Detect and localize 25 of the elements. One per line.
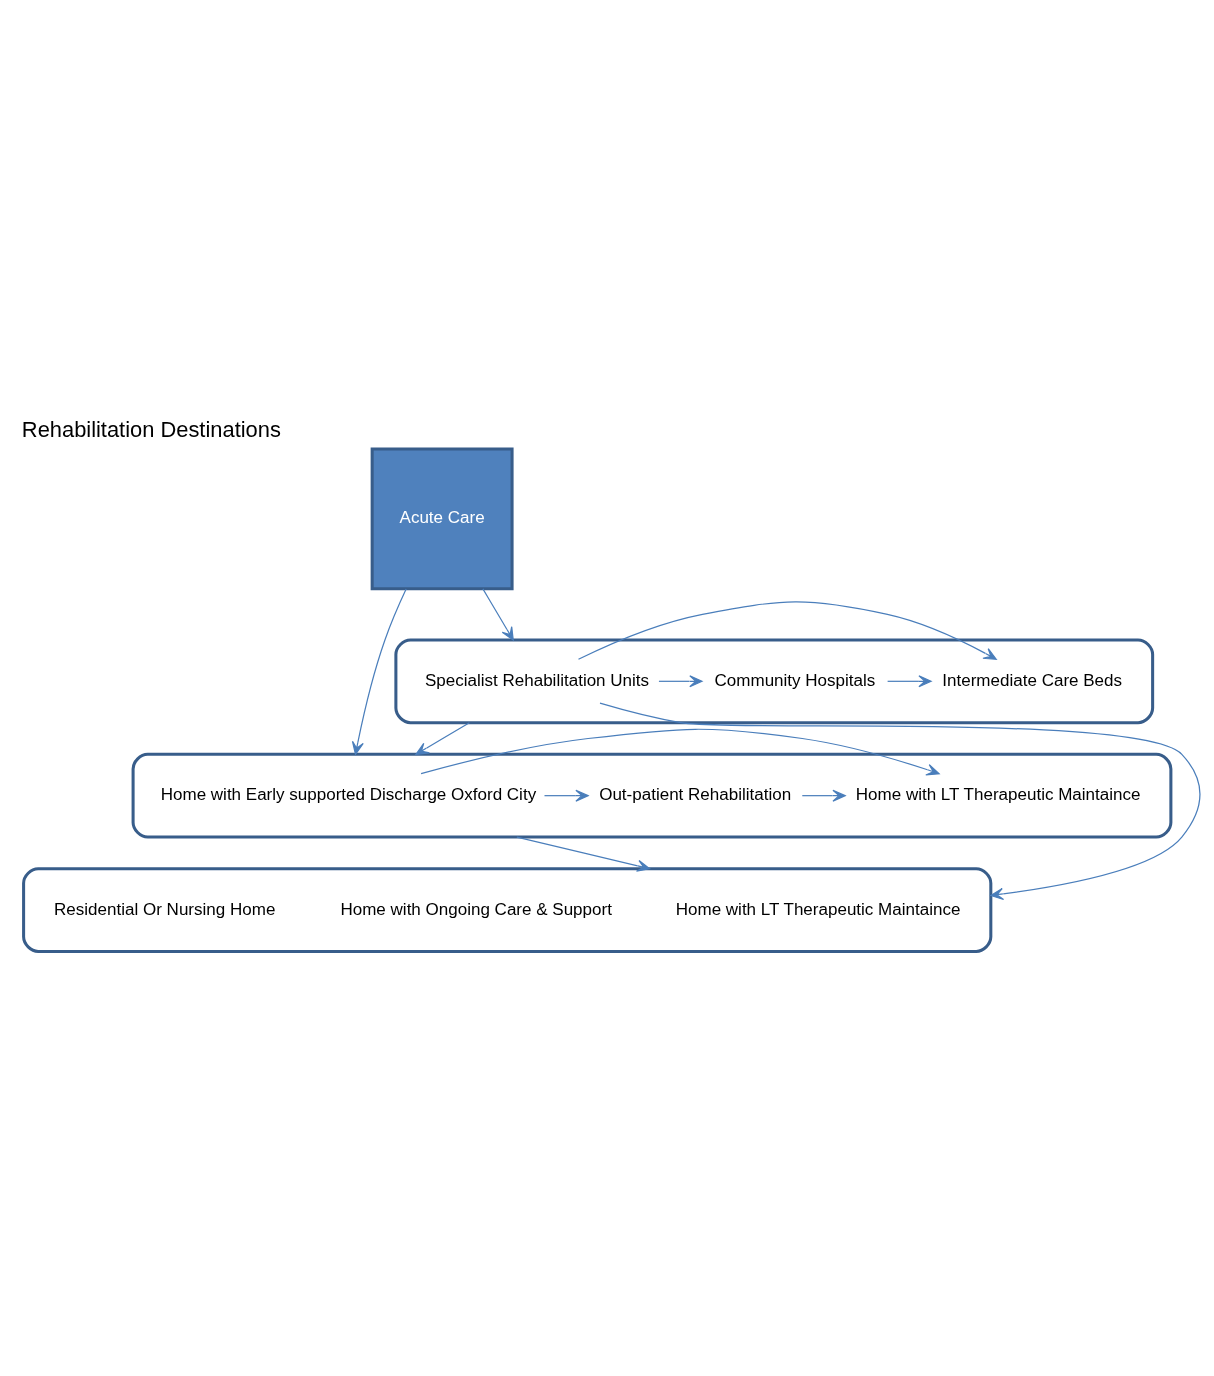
cluster: [131, 752, 1173, 839]
node-text: Home with Ongoing Care & Support: [340, 899, 612, 919]
node-text: Community Hospitals: [714, 670, 876, 690]
node-box: Acute Care: [370, 447, 514, 591]
arrow: [887, 675, 932, 688]
arrow: [516, 836, 651, 872]
arrow: [658, 675, 703, 688]
arrow: [801, 789, 846, 802]
diagram-title: Rehabilitation Destinations: [21, 417, 281, 443]
node-text: Out-patient Rehabilitation: [599, 785, 792, 805]
arrow: [543, 789, 589, 802]
arrow: [420, 728, 940, 776]
node-text: Residential Or Nursing Home: [54, 899, 276, 919]
arrow: [482, 588, 514, 641]
node-text: Home with LT Therapeutic Maintaince: [675, 899, 961, 919]
node-text: Specialist Rehabilitation Units: [424, 670, 650, 690]
arrow: [577, 601, 997, 660]
arrow: [599, 702, 1201, 900]
arrow: [351, 588, 407, 755]
node-text: Intermediate Care Beds: [942, 670, 1123, 690]
node-text: Home with LT Therapeutic Maintaince: [855, 785, 1141, 805]
cluster: [22, 867, 993, 953]
arrow: [415, 722, 470, 755]
cluster: [394, 638, 1155, 725]
node-text: Home with Early supported Discharge Oxford City: [160, 785, 537, 805]
